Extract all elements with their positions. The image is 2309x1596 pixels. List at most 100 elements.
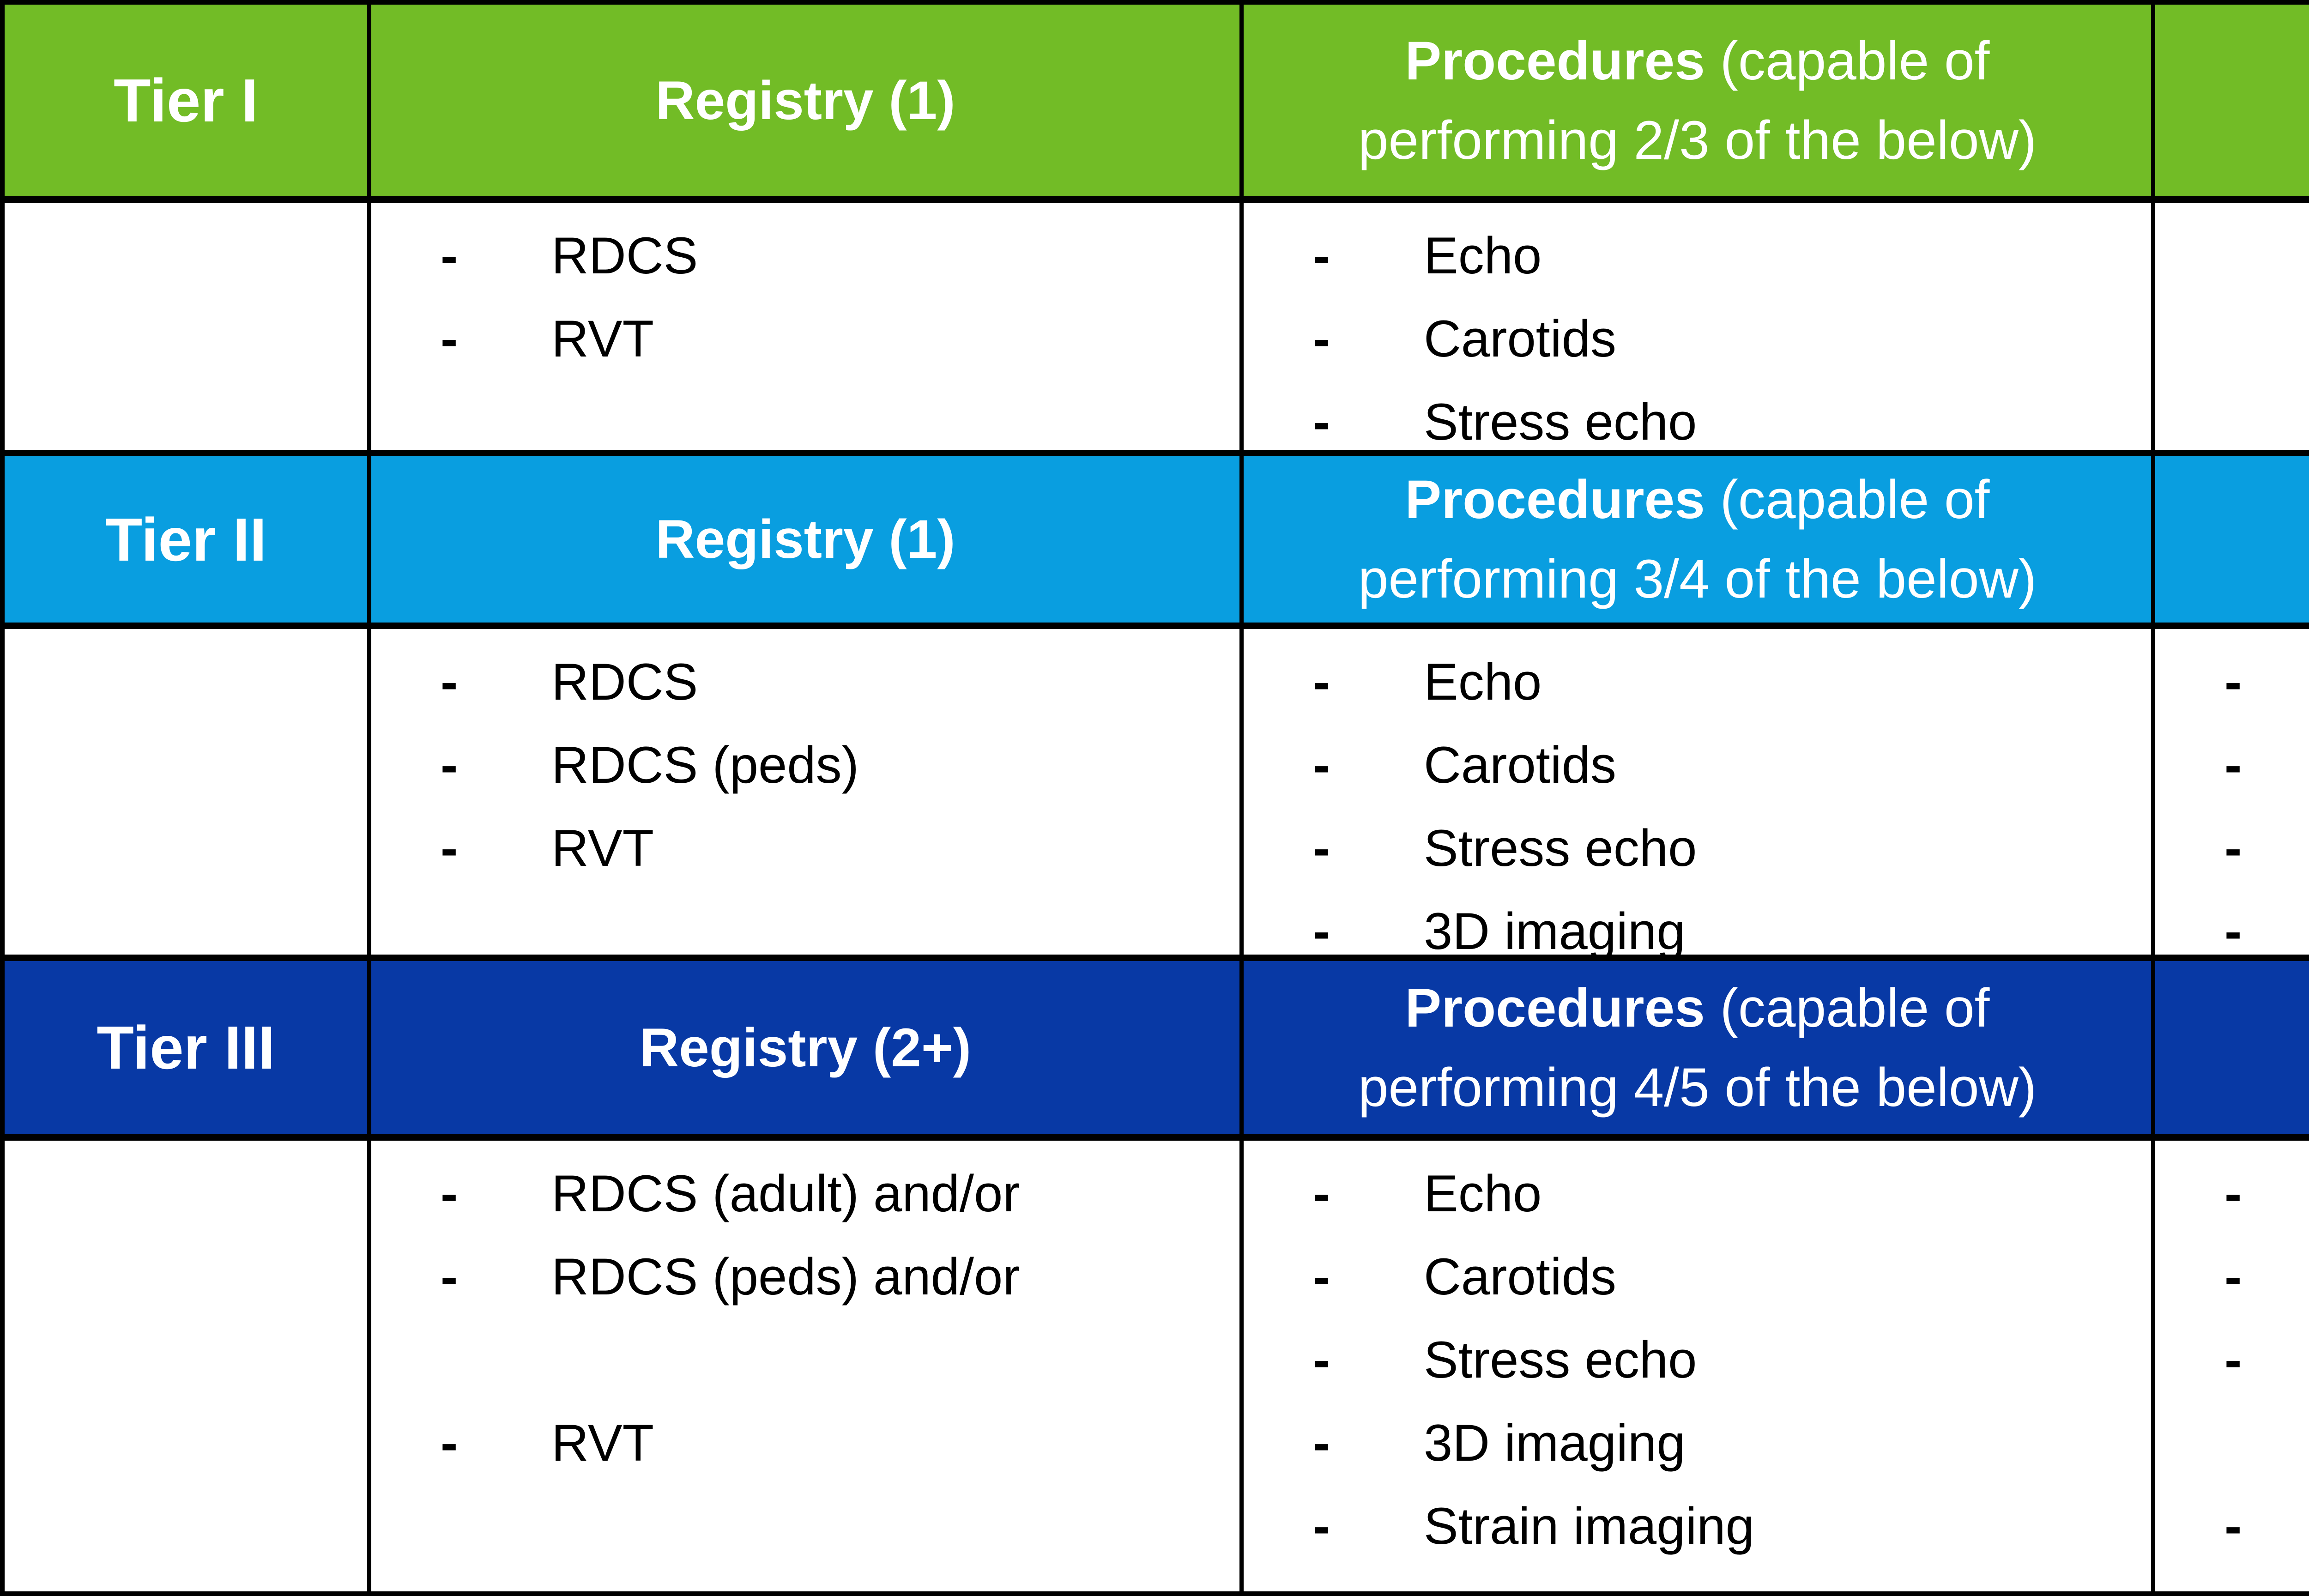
dash-bullet: - (2224, 1165, 2242, 1222)
dash-bullet: - (1313, 1331, 1330, 1389)
list-item-text: Carotids (1424, 736, 1617, 794)
tier1-registry-list-cell: - RDCS - RVT (371, 203, 1239, 450)
list-item: - Echo (1244, 1152, 2151, 1235)
list-item: -RDCS (peds) and/or (371, 1235, 1239, 1318)
list-item: -Intermediate TEE (OR, EP, CVL and Struc… (2155, 1318, 2309, 1485)
tier1-registry-header: Registry (1) (371, 61, 1239, 140)
dash-bullet: - (2224, 819, 2242, 877)
tier2-specialty-header: Specialty (must have 1 of the below) (2155, 500, 2309, 579)
list-item: -3D imaging (1244, 890, 2151, 955)
dash-bullet: - (1313, 227, 1330, 284)
tier3-procedures-list: - Echo - Carotids - Stress echo -3D imaging… (1244, 1152, 2151, 1568)
dash-bullet: - (1313, 902, 1330, 955)
tier1-procedures-header-bold: Procedures (1405, 30, 1705, 91)
tier2-registry-header-text: Registry (1) (655, 509, 955, 570)
dash-bullet: - (1313, 1248, 1330, 1306)
list-item: - Echo (1244, 641, 2151, 724)
tier1-specialty-empty-cell (2155, 203, 2309, 450)
list-item: -Advanced vascular (2155, 724, 2309, 807)
list-item: - Carotids (1244, 724, 2151, 807)
tier1-specialty-header-cell: Specialty (2155, 5, 2309, 196)
list-item: -Intermediate TEE (OR, EP, CVL) (2155, 807, 2309, 890)
list-item: -Pediatrics (2155, 1152, 2309, 1235)
list-item: - RDCS (adult) and/or (371, 1152, 1239, 1235)
list-item-text: Echo (1424, 653, 1542, 711)
tier1-registry-header-cell: Registry (1) (371, 5, 1239, 196)
dash-bullet: - (1313, 653, 1330, 711)
list-item: - RDCS (371, 214, 1239, 297)
dash-bullet: - (1313, 736, 1330, 794)
dash-bullet: - (441, 1165, 458, 1222)
tier3-procedures-header-rest: (capable of performing 4/5 of the below) (1358, 977, 2037, 1118)
list-item-text: RDCS (peds) (551, 736, 859, 794)
tier2-specialty-list: -Pediatrics -Advanced vascular -Intermed… (2155, 641, 2309, 955)
tier3-procedures-header-cell: Procedures (capable of performing 4/5 of… (1244, 961, 2151, 1134)
list-item-text: RVT (551, 819, 654, 877)
tier3-label: Tier III (97, 1014, 275, 1082)
dash-bullet: - (1313, 1414, 1330, 1472)
tier2-registry-list-cell: -RDCS -RDCS (peds) -RVT (371, 629, 1239, 955)
list-item: -Carotids (1244, 297, 2151, 381)
tier1-procedures-header-rest: (capable of performing 2/3 of the below) (1358, 30, 2037, 171)
tier1-procedures-list: -Echo -Carotids -Stress echo (1244, 214, 2151, 450)
list-item-text: RDCS (551, 227, 698, 284)
dash-bullet: - (2224, 902, 2242, 955)
tier1-procedures-list-cell: -Echo -Carotids -Stress echo (1244, 203, 2151, 450)
tier3-specialty-header-cell: Specialty (must have 2+ of the below) (2155, 961, 2309, 1134)
list-item: -Stress echo (1244, 807, 2151, 890)
tier2-procedures-header-bold: Procedures (1405, 469, 1705, 530)
dash-bullet: - (1313, 1497, 1330, 1555)
list-item-text: Carotids (1424, 310, 1617, 368)
tier1-registry-list: - RDCS - RVT (371, 214, 1239, 381)
tier3-registry-header-cell: Registry (2+) (371, 961, 1239, 1134)
list-item-text: Stress echo (1424, 393, 1697, 450)
list-item: -Stress echo (1244, 381, 2151, 450)
tier2-procedures-header-cell: Procedures (capable of performing 3/4 of… (1244, 456, 2151, 623)
list-item: - Strain imaging (1244, 1485, 2151, 1568)
list-item-text: RVT (551, 1414, 654, 1472)
list-item-text: RVT (551, 310, 654, 368)
tier1-registry-header-text: Registry (1) (655, 70, 955, 131)
dash-bullet: - (1313, 819, 1330, 877)
list-item-text: RDCS (adult) and/or (551, 1165, 1020, 1222)
tier3-registry-header: Registry (2+) (371, 1008, 1239, 1088)
list-item-text: RDCS (551, 653, 698, 711)
tier2-procedures-header-rest: (capable of performing 3/4 of the below) (1358, 469, 2037, 610)
dash-bullet: - (441, 310, 458, 368)
list-item: -RDCS (371, 641, 1239, 724)
tier3-label-cell: Tier III (5, 961, 367, 1134)
list-item: -Serve as preceptor (required) (2155, 1485, 2309, 1568)
dash-bullet: - (2224, 1248, 2242, 1306)
tier3-procedures-list-cell: - Echo - Carotids - Stress echo -3D imaging… (1244, 1141, 2151, 1591)
tier1-specialty-header: Specialty (2155, 61, 2309, 140)
tier2-procedures-list: - Echo - Carotids -Stress echo -3D imaging (1244, 641, 2151, 955)
dash-bullet: - (441, 227, 458, 284)
list-item-text: Stress echo (1424, 1331, 1697, 1389)
list-item-text: Carotids (1424, 1248, 1617, 1306)
list-item: -Echo (1244, 214, 2151, 297)
tier3-procedures-header: Procedures (capable of performing 4/5 of… (1244, 968, 2151, 1127)
dash-bullet: - (2224, 653, 2242, 711)
list-item-text: Echo (1424, 1165, 1542, 1222)
tier2-registry-header: Registry (1) (371, 500, 1239, 579)
dash-bullet: - (441, 1414, 458, 1472)
list-item: -RDCS (peds) (371, 724, 1239, 807)
tier2-registry-header-cell: Registry (1) (371, 456, 1239, 623)
tier1-label-cell: Tier I (5, 5, 367, 196)
list-item: - RVT (371, 297, 1239, 381)
list-item-text: Strain imaging (1424, 1497, 1754, 1555)
list-item: -Advanced vascular (2155, 1235, 2309, 1318)
tier3-registry-list: -RDCS (adult) and/or -RDCS (peds) and/or… (371, 1152, 1239, 1485)
tier2-empty-cell (5, 629, 367, 955)
tier2-specialty-list-cell: -Pediatrics -Advanced vascular -Intermed… (2155, 629, 2309, 955)
list-item-text: RDCS (peds) and/or (551, 1248, 1020, 1306)
list-item: - Carotids (1244, 1235, 2151, 1318)
tier1-procedures-header: Procedures (capable of performing 2/3 of… (1244, 21, 2151, 180)
tier2-procedures-header: Procedures (capable of performing 3/4 of… (1244, 460, 2151, 619)
list-item: -3D imaging (1244, 1402, 2151, 1485)
dash-bullet: - (1313, 1165, 1330, 1222)
dash-bullet: - (2224, 736, 2242, 794)
list-item: -Pediatrics (2155, 641, 2309, 724)
tier1-empty-cell (5, 203, 367, 450)
